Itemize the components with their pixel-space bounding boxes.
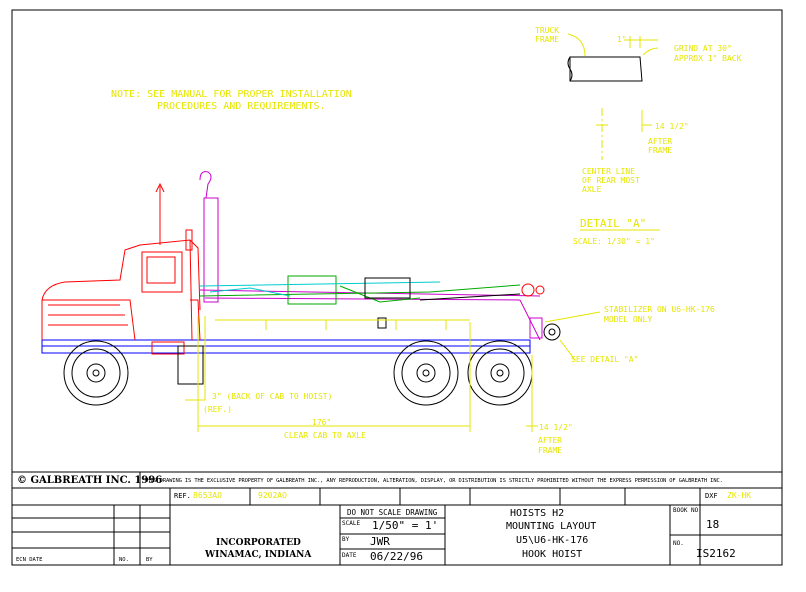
title-line-4: HOOK HOIST [522, 549, 583, 560]
ref-value-2: 9202AO [258, 491, 287, 500]
clear-cab-to-axle: CLEAR CAB TO AXLE [284, 431, 366, 440]
back-of-cab-dim: 3" (BACK OF CAB TO HOIST) [212, 392, 332, 401]
property-disclaimer: THIS DRAWING IS THE EXCLUSIVE PROPERTY O… [144, 478, 723, 484]
note-line-1: NOTE: SEE MANUAL FOR PROPER INSTALLATION [111, 89, 352, 100]
axle-after-3: FRAME [538, 446, 562, 455]
note-line-2: PROCEDURES AND REQUIREMENTS. [157, 101, 326, 112]
detail-title: DETAIL "A" [580, 217, 646, 230]
no-label: NO. [673, 540, 684, 547]
scale-label: SCALE [342, 520, 361, 527]
detail-truck-frame-2: FRAME [535, 35, 559, 44]
ref-label: REF. [174, 492, 191, 500]
detail-truck-frame-1: TRUCK [535, 26, 559, 35]
detail-scale: SCALE: 1/30" = 1" [573, 237, 655, 246]
scale-value: 1/50" = 1' [372, 519, 439, 532]
company-location: WINAMAC, INDIANA [205, 550, 312, 560]
dxf-label: DXF [705, 492, 718, 500]
ref-value-1: 8653AO [193, 491, 222, 500]
dim-176: 176" [312, 418, 331, 427]
book-label: BOOK NO. [673, 507, 702, 514]
detail-center-1: CENTER LINE [582, 167, 635, 176]
detail-a-drawing: TRUCK FRAME 1" GRIND AT 30° APPROX 1" BA… [535, 26, 742, 246]
book-value: 18 [706, 518, 720, 531]
title-block [11, 471, 783, 566]
detail-center-2: OF REAR MOST [582, 176, 640, 185]
detail-dim-after-1: 14 1/2" [655, 122, 689, 131]
no-value: IS2162 [696, 547, 736, 560]
ecn-date-label: ECN DATE [16, 557, 43, 563]
do-not-scale: DO NOT SCALE DRAWING [347, 508, 438, 517]
rear-wheel [467, 340, 533, 406]
detail-grind-2: APPROX 1" BACK [674, 54, 742, 63]
see-detail-a: SEE DETAIL "A" [571, 355, 638, 364]
detail-one-inch: 1" [617, 35, 627, 44]
by-label: BY [342, 536, 350, 543]
detail-grind-1: GRIND AT 30° [674, 44, 732, 53]
detail-center-3: AXLE [582, 185, 601, 194]
front-wheel [63, 340, 129, 406]
title-line-2: MOUNTING LAYOUT [506, 521, 597, 532]
stabilizer-line-1: STABILIZER ON U6-HK-176 [604, 305, 715, 314]
company-incorporated: INCORPORATED [216, 538, 301, 548]
ecn-no-label: NO. [119, 557, 129, 563]
detail-dim-after-2: AFTER [648, 137, 672, 146]
copyright-notice: © GALBREATH INC. 1996 [17, 475, 163, 486]
by-value: JWR [370, 535, 390, 548]
truck-drawing [41, 171, 601, 432]
title-line-3: U5\U6-HK-176 [516, 535, 589, 546]
axle-after-2: AFTER [538, 436, 562, 445]
stabilizer-line-2: MODEL ONLY [604, 315, 652, 324]
ref-dim: (REF.) [203, 405, 232, 414]
date-label: DATE [342, 552, 357, 559]
middle-wheel [393, 340, 459, 406]
ecn-by-label: BY [146, 557, 153, 563]
axle-after-1: 14 1/2" [539, 423, 573, 432]
dxf-value: ZK-HK [727, 491, 752, 500]
title-line-1: HOISTS H2 [510, 508, 565, 519]
detail-dim-after-3: FRAME [648, 146, 672, 155]
date-value: 06/22/96 [370, 550, 423, 563]
